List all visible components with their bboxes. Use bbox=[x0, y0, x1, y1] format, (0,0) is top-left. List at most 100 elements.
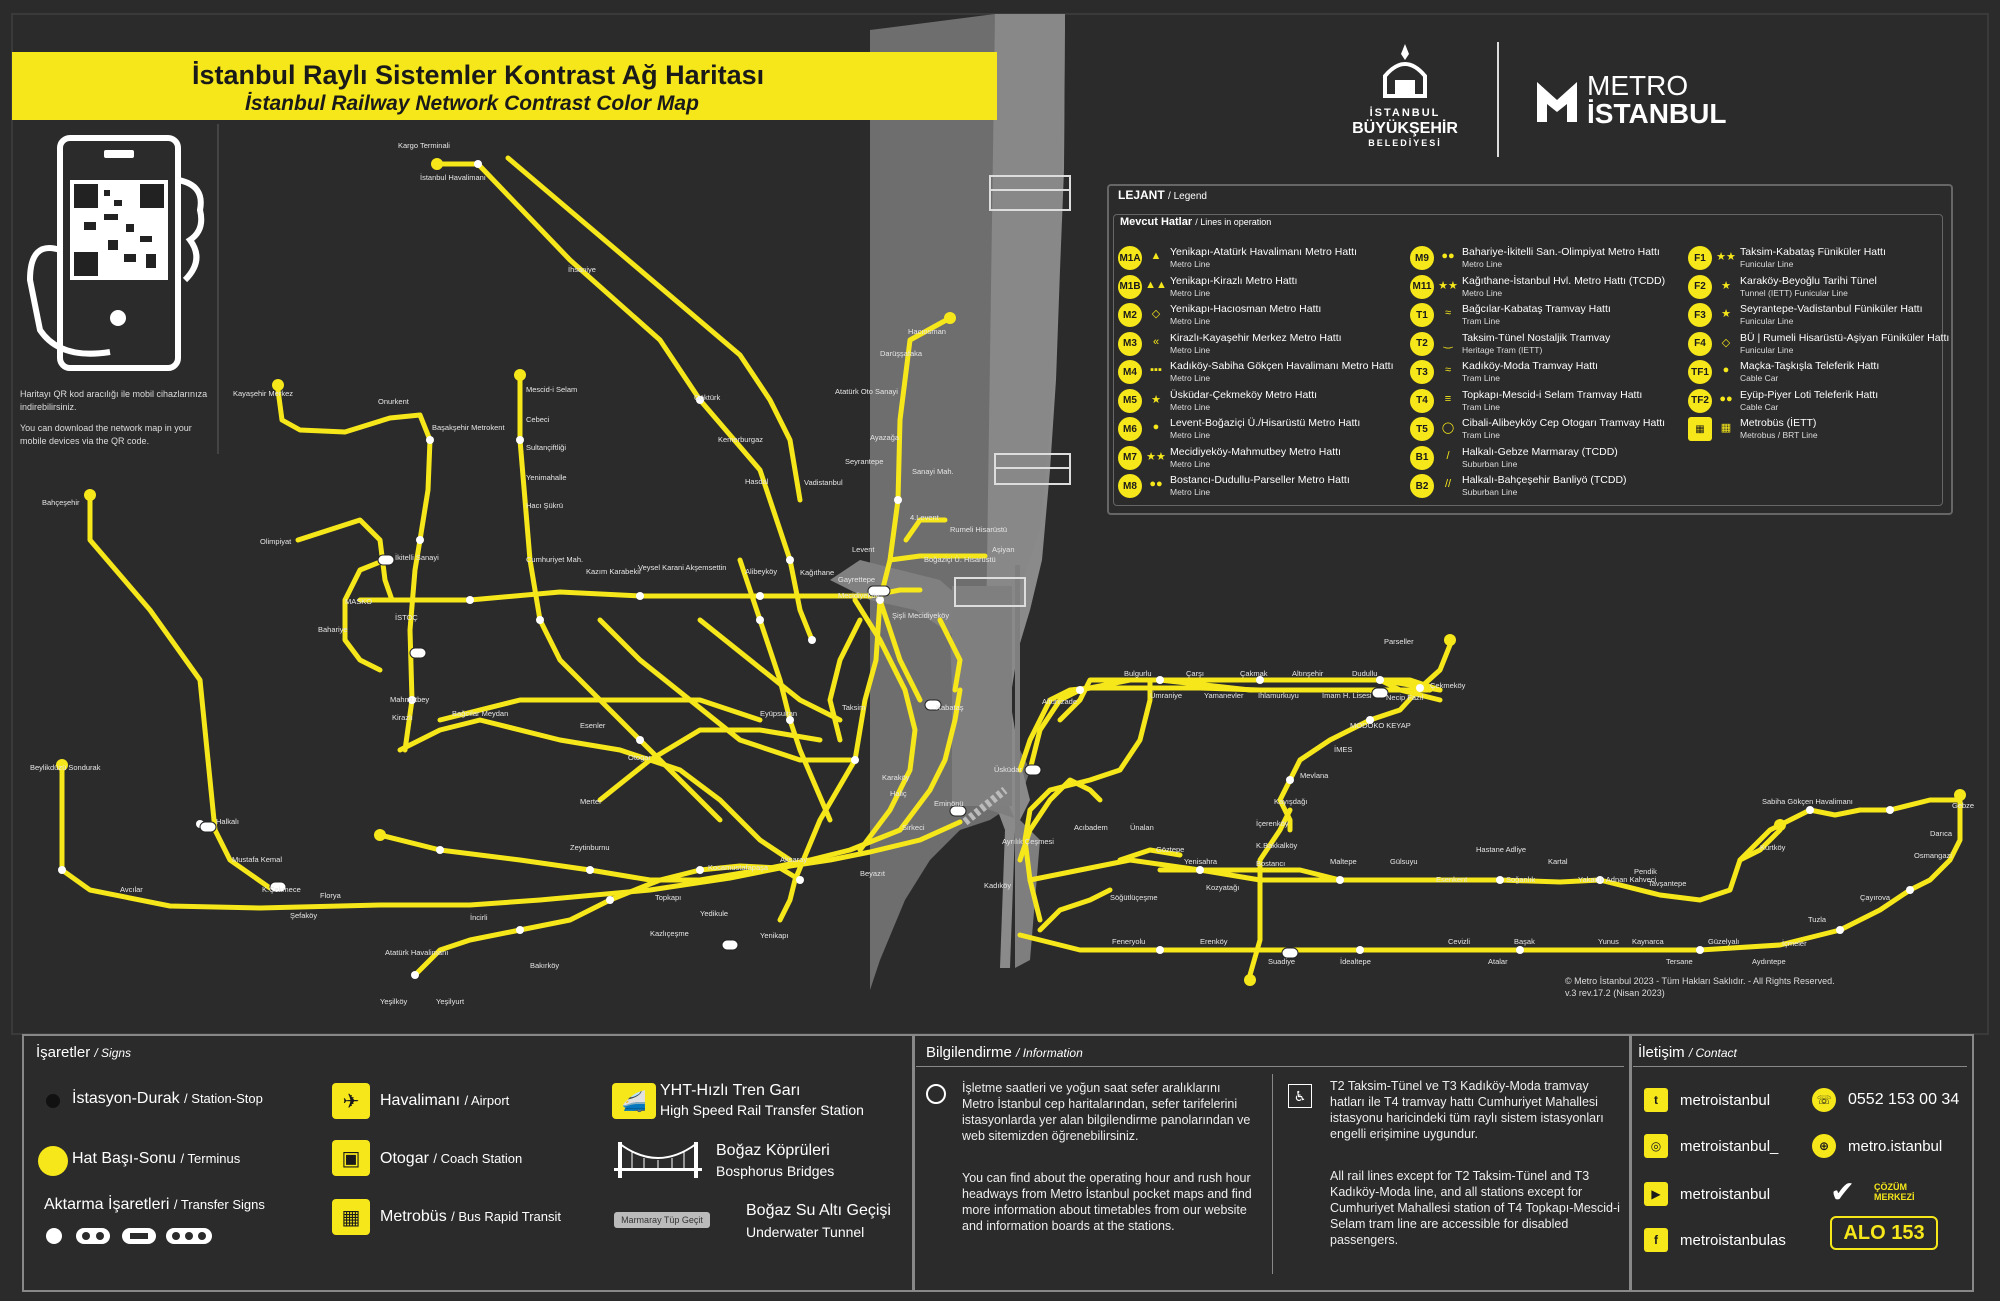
line-badge: T1 bbox=[1410, 303, 1434, 327]
station-label: Kaynarca bbox=[1632, 937, 1665, 946]
line-badge: T2 bbox=[1410, 331, 1434, 356]
line-badge: TF2 bbox=[1688, 388, 1712, 413]
station-label: Cevizli bbox=[1448, 937, 1470, 946]
sign-coach-tr: Otogar bbox=[380, 1150, 429, 1167]
legend-subtitle: Mevcut Hatlar / Lines in operation bbox=[1120, 216, 1271, 228]
station-label: Mecidiyeköy bbox=[838, 591, 880, 600]
station-label: Hasdal bbox=[745, 477, 769, 486]
station-label: İmam H. Lisesi bbox=[1322, 691, 1372, 700]
station-label: Maltepe bbox=[1330, 857, 1357, 866]
station-label: Mustafa Kemal bbox=[232, 855, 282, 864]
line-symbol-icon: ★★ bbox=[1716, 251, 1736, 263]
line-badge: T4 bbox=[1410, 388, 1434, 413]
station-label: Bağcılar Meydan bbox=[452, 709, 508, 718]
station-dot bbox=[58, 866, 66, 874]
station-label: Hastane Adliye bbox=[1476, 845, 1526, 854]
line-m9 bbox=[295, 517, 395, 603]
line-mix-8 bbox=[1037, 887, 1113, 933]
legend-subtitle-tr: Mevcut Hatlar bbox=[1120, 216, 1193, 228]
contact-panel bbox=[1630, 1034, 1974, 1292]
sign-terminus-en: / Terminus bbox=[180, 1151, 241, 1166]
line-type: Suburban Line bbox=[1462, 458, 1518, 469]
station-label: Kayaşehir Merkez bbox=[233, 389, 293, 398]
line-mix-2 bbox=[437, 697, 763, 723]
line-name: BÜ | Rumeli Hisarüstü-Aşiyan Füniküler H… bbox=[1740, 331, 1950, 355]
station-label: Vadistanbul bbox=[804, 478, 843, 487]
line-m11b bbox=[505, 155, 803, 503]
station-label: Hacı Şükrü bbox=[526, 501, 563, 510]
line-m5e bbox=[1377, 677, 1443, 693]
station-dot bbox=[1156, 946, 1164, 954]
line-type: Funicular Line bbox=[1740, 259, 1794, 269]
station-dot bbox=[756, 592, 764, 600]
sign-terminus: Hat Başı-Sonu / Terminus bbox=[72, 1150, 240, 1168]
line-name: Halkalı-Gebze Marmaray (TCDD)Suburban Li… bbox=[1462, 445, 1618, 469]
station-dot bbox=[756, 616, 764, 624]
line-badge: F3 bbox=[1688, 303, 1712, 327]
line-badge: M6 bbox=[1118, 417, 1142, 441]
qr-caption-en: You can download the network map in your… bbox=[20, 423, 192, 446]
station-label: Ümraniye bbox=[1150, 691, 1182, 700]
station-dot bbox=[516, 926, 524, 934]
line-e1 bbox=[1017, 685, 1383, 773]
contact-web-link[interactable]: ⊕metro.istanbul bbox=[1812, 1134, 1942, 1158]
contact-youtube-link[interactable]: ▶metroistanbul bbox=[1644, 1182, 1770, 1206]
station-label: Aşiyan bbox=[992, 545, 1015, 554]
line-symbol-icon: ★ bbox=[1721, 279, 1731, 292]
page-subtitle: İstanbul Railway Network Contrast Color … bbox=[245, 92, 699, 115]
line-symbol-icon: ◇ bbox=[1151, 308, 1161, 320]
station-dot bbox=[786, 556, 794, 564]
station-dot bbox=[606, 896, 614, 904]
sign-bridge-tr: Boğaz Köprüleri bbox=[716, 1142, 830, 1159]
station-label: Yunus bbox=[1598, 937, 1619, 946]
sign-coach: Otogar / Coach Station bbox=[380, 1150, 522, 1168]
ibb-logo-line3: BELEDİYESİ bbox=[1368, 138, 1442, 148]
signs-title-en: / Signs bbox=[94, 1046, 132, 1060]
terminus-dot bbox=[374, 829, 386, 841]
station-label: Florya bbox=[320, 891, 342, 900]
information-title: Bilgilendirme / Information bbox=[926, 1044, 1083, 1061]
station-label: Osmangazi bbox=[1914, 851, 1952, 860]
sign-metrobus: Metrobüs / Bus Rapid Transit bbox=[380, 1208, 561, 1226]
station-label: Hacıosman bbox=[908, 327, 946, 336]
terminus-dot bbox=[1774, 819, 1786, 831]
station-label: Sabiha Gökçen Havalimanı bbox=[1762, 797, 1853, 806]
sign-tunnel-tr: Boğaz Su Altı Geçişi bbox=[746, 1202, 891, 1219]
line-symbol-icon: // bbox=[1444, 478, 1452, 490]
logo-separator bbox=[1497, 42, 1499, 157]
line-type: Tram Line bbox=[1462, 401, 1500, 412]
title-band bbox=[12, 52, 997, 120]
station-label: Onurkent bbox=[378, 397, 410, 406]
station-dot bbox=[1696, 946, 1704, 954]
station-label: Necip Fazıl bbox=[1386, 693, 1424, 702]
ibb-emblem-icon bbox=[1383, 44, 1427, 98]
station-label: 4.Levent bbox=[910, 513, 940, 522]
contact-phone-link[interactable]: ☏0552 153 00 34 bbox=[1812, 1088, 1959, 1112]
sign-transfer-en: / Transfer Signs bbox=[173, 1197, 265, 1212]
station-label: Mahmutbey bbox=[390, 695, 429, 704]
line-badge: M7 bbox=[1118, 445, 1142, 470]
station-label: Ayazağa bbox=[870, 433, 900, 442]
golden-horn bbox=[830, 560, 985, 640]
station-label: Yenimahalle bbox=[526, 473, 567, 482]
legend-panel bbox=[1107, 184, 1953, 515]
station-dot bbox=[1376, 676, 1384, 684]
transfer-marker bbox=[721, 939, 739, 951]
station-dot bbox=[1196, 866, 1204, 874]
line-type: Metro Line bbox=[1170, 259, 1211, 269]
station-label: Yakacık Adnan Kahveci bbox=[1578, 875, 1657, 884]
station-dot bbox=[1596, 876, 1604, 884]
station-label: Tavşantepe bbox=[1648, 879, 1686, 888]
contact-instagram-link[interactable]: ◎metroistanbul_ bbox=[1644, 1134, 1778, 1158]
underwater-tunnel-badge: Marmaray Tüp Geçit bbox=[614, 1212, 710, 1228]
youtube-icon: ▶ bbox=[1644, 1182, 1668, 1206]
coach-station-icon: ▣ bbox=[332, 1140, 370, 1176]
